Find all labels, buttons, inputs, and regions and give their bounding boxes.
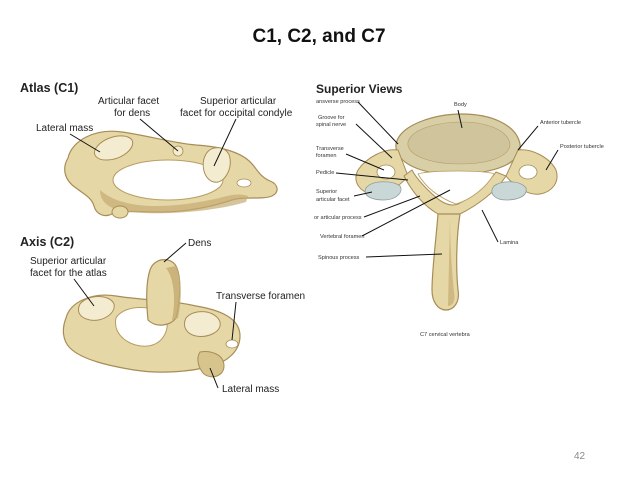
c7-label-articular-process: or articular process bbox=[314, 215, 362, 221]
c7-label-superior-facet-2: articular facet bbox=[316, 197, 350, 203]
c7-spinous-shadow bbox=[448, 218, 455, 306]
c7-label-transverse-foramen-1: Transverse bbox=[316, 146, 344, 152]
c7-heading: Superior Views bbox=[316, 82, 403, 96]
c7-label-pedicle: Pedicle bbox=[316, 170, 334, 176]
atlas-illustration bbox=[64, 130, 278, 219]
c7-label-transverse-foramen-2: foramen bbox=[316, 153, 337, 159]
c7-leader-pedicle bbox=[335, 172, 409, 181]
c7-leader-superior-facet bbox=[353, 191, 373, 197]
c7-label-lamina: Lamina bbox=[500, 240, 519, 246]
axis-heading: Axis (C2) bbox=[20, 235, 74, 249]
c7-spinous-process bbox=[431, 213, 461, 311]
axis-illustration bbox=[62, 259, 241, 378]
c7-label-spinous-process: Spinous process bbox=[318, 255, 360, 261]
atlas-leader-superior-articular bbox=[213, 118, 237, 167]
c7-leader-anterior-tubercle bbox=[517, 125, 539, 151]
axis-lateral-mass bbox=[197, 351, 225, 378]
c7-superior-articular-facet-right bbox=[491, 181, 527, 201]
axis-transverse-foramen bbox=[225, 339, 239, 349]
atlas-shadow bbox=[100, 190, 248, 214]
atlas-superior-articular-facet bbox=[202, 147, 231, 183]
c7-illustration bbox=[355, 113, 558, 311]
c7-label-transverse-process: ansverse process bbox=[316, 99, 360, 105]
c7-label-groove-1: Groove for bbox=[318, 115, 345, 121]
c7-leader-transverse-foramen bbox=[345, 153, 385, 171]
c7-body-surface bbox=[407, 121, 511, 165]
c7-label-groove-2: spinal nerve bbox=[316, 122, 346, 128]
atlas-label-lateral-mass: Lateral mass bbox=[36, 123, 93, 134]
axis-leader-dens bbox=[163, 242, 187, 263]
atlas-posterior-tubercle bbox=[111, 205, 129, 219]
c7-leader-lamina bbox=[481, 209, 499, 243]
c7-superior-articular-facet-left bbox=[364, 181, 402, 201]
atlas-leader-articular-facet bbox=[139, 118, 179, 152]
axis-label-superior-articular-2: facet for the atlas bbox=[30, 268, 107, 279]
c7-leader-groove bbox=[355, 123, 393, 159]
atlas-heading: Atlas (C1) bbox=[20, 81, 78, 95]
c7-label-vertebral-foramen: Vertebral foramen bbox=[320, 234, 364, 240]
atlas-label-superior-articular-2: facet for occipital condyle bbox=[180, 108, 293, 119]
c7-leader-body bbox=[457, 109, 463, 129]
c7-caption: C7 cervical vertebra bbox=[420, 332, 471, 338]
atlas-label-articular-facet-1: Articular facet bbox=[98, 96, 159, 107]
axis-dens-shadow bbox=[166, 266, 181, 320]
c7-vertebral-foramen bbox=[417, 170, 495, 205]
atlas-label-superior-articular-1: Superior articular bbox=[200, 96, 277, 107]
atlas-label-articular-facet-2: for dens bbox=[114, 108, 150, 119]
axis-superior-articular-facet-right bbox=[183, 311, 221, 337]
page-number: 42 bbox=[574, 451, 586, 462]
c7-transverse-foramen-right bbox=[518, 164, 538, 180]
c7-leader-posterior-tubercle bbox=[545, 149, 559, 171]
c7-leader-spinous-process bbox=[365, 253, 443, 258]
axis-leader-superior-articular bbox=[73, 278, 95, 307]
axis-label-lateral-mass: Lateral mass bbox=[222, 384, 279, 395]
axis-label-transverse-foramen: Transverse foramen bbox=[216, 291, 305, 302]
axis-superior-articular-facet-left bbox=[77, 296, 115, 321]
c7-label-superior-facet-1: Superior bbox=[316, 189, 337, 195]
c7-label-anterior-tubercle: Anterior tubercle bbox=[540, 120, 581, 126]
c7-label-posterior-tubercle: Posterior tubercle bbox=[560, 144, 604, 150]
atlas-transverse-foramen bbox=[236, 178, 252, 188]
axis-leader-transverse-foramen bbox=[231, 301, 237, 341]
c7-leader-articular-process bbox=[363, 195, 421, 218]
atlas-leader-lateral-mass bbox=[69, 133, 101, 153]
axis-leader-lateral-mass bbox=[209, 367, 219, 389]
axis-label-dens: Dens bbox=[188, 238, 211, 249]
c7-leader-vertebral-foramen bbox=[361, 189, 451, 237]
c7-leader-transverse-process bbox=[357, 101, 399, 145]
atlas-articular-facet-for-dens bbox=[93, 135, 134, 161]
axis-label-superior-articular-1: Superior articular bbox=[30, 256, 107, 267]
c7-label-body: Body bbox=[454, 102, 467, 108]
slide-title: C1, C2, and C7 bbox=[252, 26, 386, 47]
